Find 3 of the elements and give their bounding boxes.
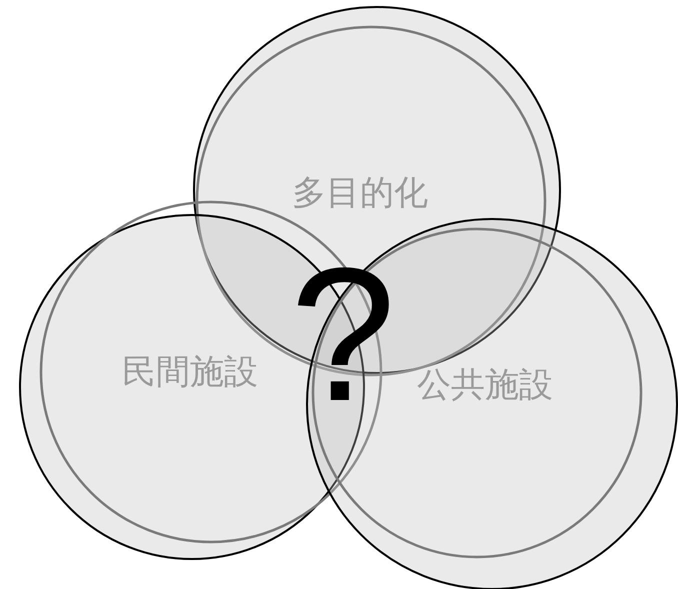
circle-label: 民間施設 bbox=[122, 351, 258, 394]
circle-label: 公共施設 bbox=[417, 364, 553, 407]
circle-label: 多目的化 bbox=[292, 172, 428, 215]
